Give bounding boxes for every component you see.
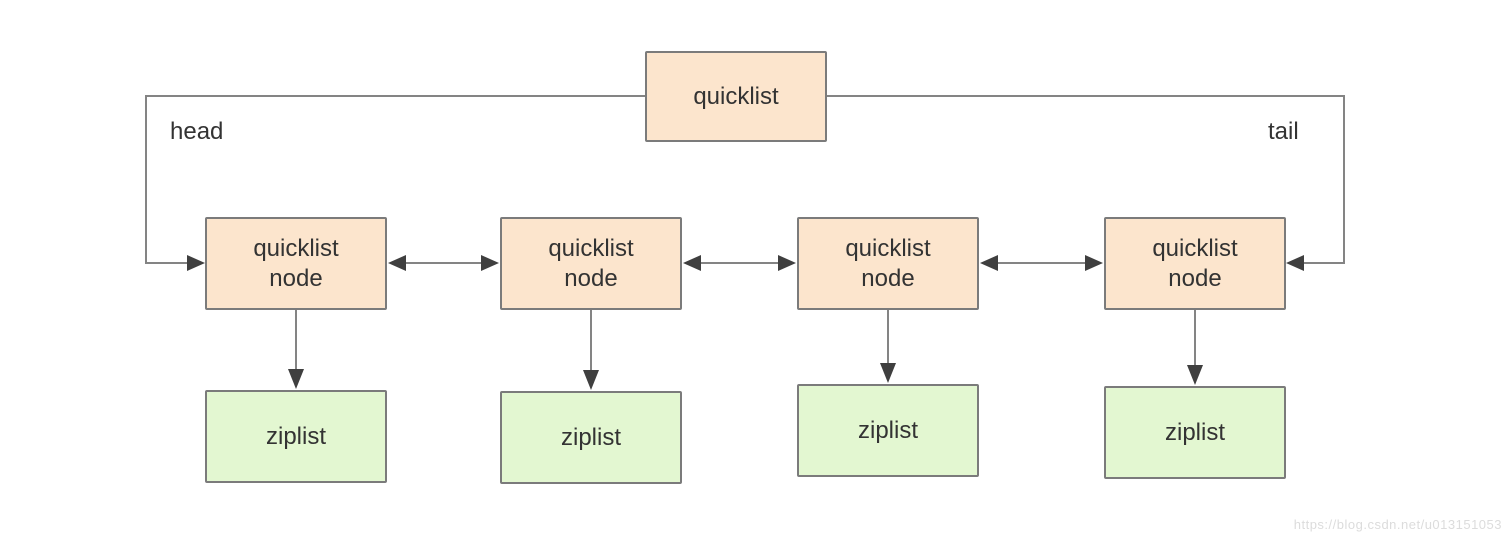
ziplist-label: ziplist [265, 422, 326, 450]
tail-pointer-label: tail [1268, 118, 1299, 145]
quicklist-root-label: quicklist [693, 82, 779, 110]
ziplist-box-4: ziplist [1104, 386, 1286, 479]
right-arrowhead-icon [778, 255, 796, 271]
ziplist-label: ziplist [1164, 418, 1225, 446]
down-arrowhead-icon [880, 363, 896, 383]
head-pointer-label: head [170, 118, 224, 145]
left-arrowhead-icon [683, 255, 701, 271]
quicklist-node-box-3: quicklist node [797, 217, 979, 310]
node-link-arrow-1-2 [388, 255, 499, 271]
quicklist-node-box-4: quicklist node [1104, 217, 1286, 310]
quicklist-node-label-line1: quicklist [845, 234, 931, 262]
left-arrowhead-icon [980, 255, 998, 271]
quicklist-node-label-line2: node [861, 264, 915, 292]
quicklist-node-label-line1: quicklist [548, 234, 634, 262]
quicklist-node-box-1: quicklist node [205, 217, 387, 310]
ziplist-box-2: ziplist [500, 391, 682, 484]
quicklist-node-box-2: quicklist node [500, 217, 682, 310]
node1-to-ziplist-arrow [288, 310, 304, 389]
node-link-arrow-3-4 [980, 255, 1103, 271]
left-arrowhead-icon [388, 255, 406, 271]
node2-to-ziplist-arrow [583, 310, 599, 390]
down-arrowhead-icon [288, 369, 304, 389]
quicklist-node-label-line2: node [1168, 264, 1222, 292]
tail-pointer-connector [827, 95, 1345, 271]
ziplist-box-1: ziplist [205, 390, 387, 483]
down-arrowhead-icon [583, 370, 599, 390]
quicklist-node-label-line1: quicklist [253, 234, 339, 262]
right-arrowhead-icon [1085, 255, 1103, 271]
tail-arrowhead-icon [1286, 255, 1304, 271]
ziplist-box-3: ziplist [797, 384, 979, 477]
node4-to-ziplist-arrow [1187, 310, 1203, 385]
quicklist-node-label-line1: quicklist [1152, 234, 1238, 262]
node3-to-ziplist-arrow [880, 310, 896, 383]
ziplist-label: ziplist [560, 423, 621, 451]
down-arrowhead-icon [1187, 365, 1203, 385]
head-pointer-connector [145, 95, 645, 271]
quicklist-node-label-line2: node [269, 264, 323, 292]
node-link-arrow-2-3 [683, 255, 796, 271]
ziplist-label: ziplist [857, 416, 918, 444]
quicklist-root-box: quicklist [645, 51, 827, 142]
watermark-url: https://blog.csdn.net/u013151053 [1293, 517, 1502, 532]
quicklist-node-label-line2: node [564, 264, 618, 292]
right-arrowhead-icon [481, 255, 499, 271]
head-arrowhead-icon [187, 255, 205, 271]
